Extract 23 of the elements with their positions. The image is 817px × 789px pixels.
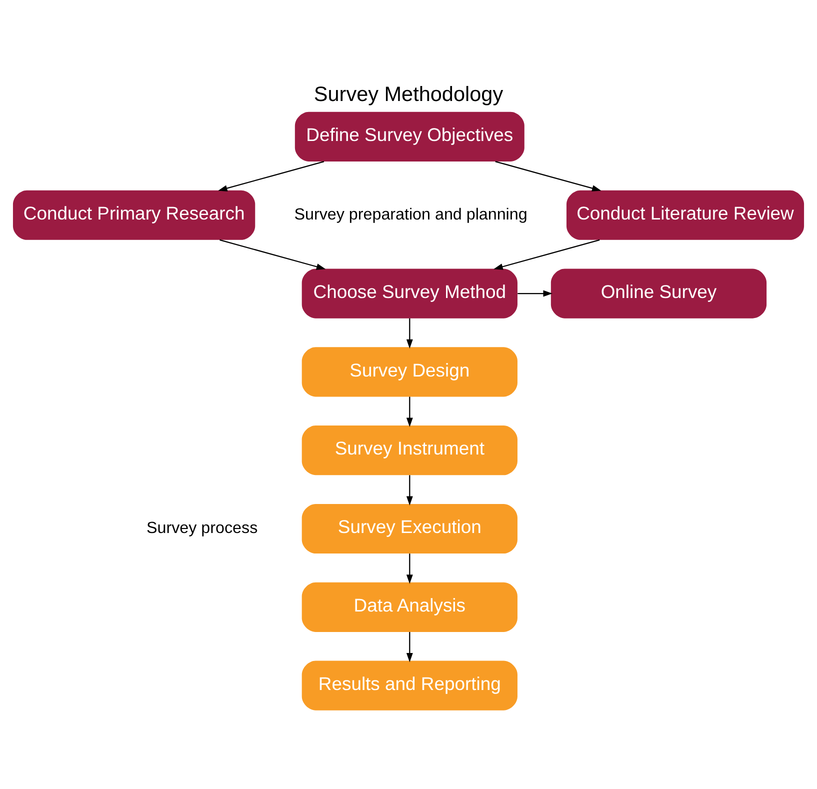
diagram-title: Survey Methodology xyxy=(314,82,504,106)
arrow xyxy=(406,396,413,427)
node-box: Define Survey Objectives xyxy=(294,111,524,161)
node-box: Choose Survey Method xyxy=(302,268,518,318)
arrow xyxy=(406,474,413,505)
arrow xyxy=(495,160,602,191)
node-box: Survey Instrument xyxy=(302,425,518,475)
arrow xyxy=(220,238,326,270)
arrow xyxy=(406,632,413,662)
node-box: Conduct Primary Research xyxy=(12,190,256,240)
node-box: Survey Execution xyxy=(302,503,518,554)
arrow xyxy=(218,160,324,191)
node-box: Survey Design xyxy=(302,346,518,396)
node-box: Online Survey xyxy=(550,268,767,318)
label: Survey preparation and planning xyxy=(294,204,528,223)
arrow xyxy=(406,318,413,348)
arrow xyxy=(518,290,552,296)
arrow xyxy=(494,238,600,270)
node-box: Conduct Literature Review xyxy=(566,190,804,240)
arrow xyxy=(406,553,413,584)
node-box: Data Analysis xyxy=(302,582,518,632)
label: Survey process xyxy=(146,518,258,537)
node-box: Results and Reporting xyxy=(302,660,518,710)
